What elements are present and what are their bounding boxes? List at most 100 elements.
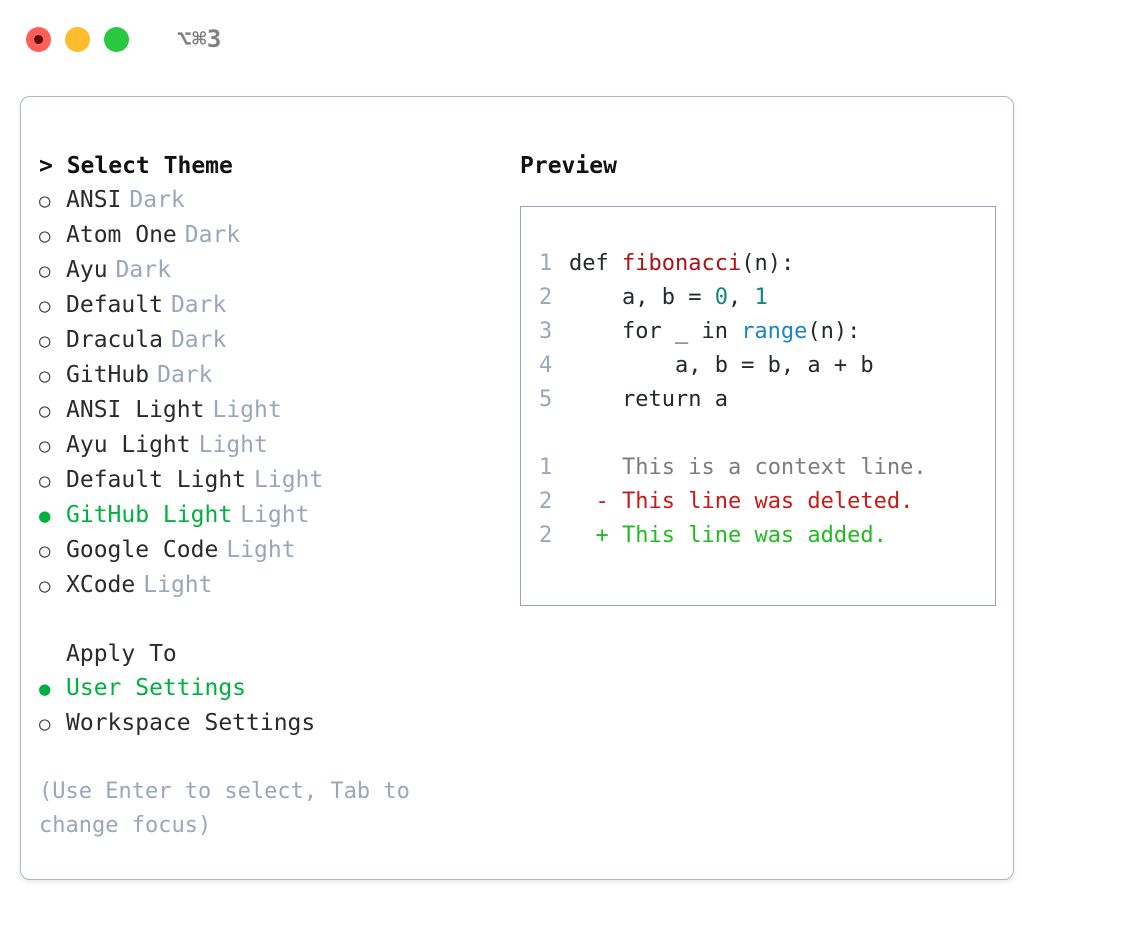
diff-marker: - — [569, 489, 609, 514]
diff-line-number: 2 — [539, 489, 553, 514]
radio-unselected-icon: ○ — [39, 330, 51, 352]
code-token-num: 1 — [754, 285, 768, 310]
code-line: 1 def fibonacci(n): — [539, 247, 995, 281]
diff-line-number: 1 — [539, 455, 553, 480]
radio-unselected-icon: ○ — [39, 225, 51, 247]
code-token-plain: for _ in — [569, 319, 742, 344]
code-line: 3 for _ in range(n): — [539, 315, 995, 349]
diff-line-number: 2 — [539, 523, 553, 548]
theme-option-label: Atom One — [66, 222, 177, 248]
theme-option-label: GitHub Light — [66, 502, 233, 528]
theme-variant-tag: Light — [198, 432, 268, 458]
theme-option-xcode[interactable]: ○ XCode Light — [39, 568, 509, 603]
radio-unselected-icon: ○ — [39, 713, 51, 735]
code-line-number: 4 — [539, 353, 553, 378]
theme-option-ansi-light[interactable]: ○ ANSI Light Light — [39, 393, 509, 428]
theme-variant-tag: Light — [226, 537, 296, 563]
theme-variant-tag: Light — [212, 397, 282, 423]
code-line-text: def fibonacci(n): — [569, 247, 794, 281]
theme-option-label: Google Code — [66, 537, 219, 563]
code-line: 4 a, b = b, a + b — [539, 349, 995, 383]
theme-option-google-code[interactable]: ○ Google Code Light — [39, 533, 509, 568]
theme-option-label: Ayu — [66, 257, 108, 283]
theme-option-github-light[interactable]: ● GitHub Light Light — [39, 498, 509, 533]
code-line-number: 1 — [539, 251, 553, 276]
diff-line-add: 2 + This line was added. — [539, 519, 995, 553]
code-token-plain: a, b = b, a + b — [569, 353, 874, 378]
theme-option-dracula[interactable]: ○ Dracula Dark — [39, 323, 509, 358]
radio-selected-icon: ● — [39, 505, 51, 527]
diff-line-text: This line was deleted. — [608, 489, 914, 514]
theme-option-ansi[interactable]: ○ ANSI Dark — [39, 183, 509, 218]
code-diff-separator — [539, 417, 995, 451]
code-line-number: 5 — [539, 387, 553, 412]
code-token-plain: a, b = — [569, 285, 715, 310]
code-token-plain: def — [569, 251, 622, 276]
code-token-plain: (n): — [741, 251, 795, 276]
radio-unselected-icon: ○ — [39, 435, 51, 457]
preview-heading: Preview — [520, 153, 617, 179]
window-controls — [26, 26, 129, 52]
radio-unselected-icon: ○ — [39, 575, 51, 597]
theme-option-label: ANSI Light — [66, 397, 205, 423]
theme-option-label: XCode — [66, 572, 136, 598]
code-line-text: return a — [569, 383, 728, 417]
diff-line-ctx: 1 This is a context line. — [539, 451, 995, 485]
apply-to-option-label: User Settings — [66, 675, 247, 701]
theme-variant-tag: Dark — [157, 362, 213, 388]
radio-unselected-icon: ○ — [39, 400, 51, 422]
theme-option-label: Dracula — [66, 327, 163, 353]
diff-sample: 1 This is a context line.2 - This line w… — [539, 451, 995, 553]
apply-to-option-label: Workspace Settings — [66, 710, 316, 736]
code-token-plain: , — [727, 285, 755, 310]
code-token-plain: return a — [569, 387, 728, 412]
apply-to-option-workspace-settings[interactable]: ○ Workspace Settings — [39, 706, 509, 741]
radio-unselected-icon: ○ — [39, 540, 51, 562]
theme-variant-tag: Light — [240, 502, 310, 528]
radio-unselected-icon: ○ — [39, 295, 51, 317]
diff-line-del: 2 - This line was deleted. — [539, 485, 995, 519]
list-spacer — [39, 603, 509, 637]
radio-unselected-icon: ○ — [39, 190, 51, 212]
theme-option-ayu[interactable]: ○ Ayu Dark — [39, 253, 509, 288]
title-bar: ⌥⌘3 — [0, 0, 1140, 78]
theme-option-label: Default Light — [66, 467, 247, 493]
code-line-text: for _ in range(n): — [569, 315, 860, 349]
theme-option-label: Default — [66, 292, 163, 318]
code-line: 2 a, b = 0, 1 — [539, 281, 995, 315]
theme-variant-tag: Dark — [115, 257, 171, 283]
code-line-text: a, b = 0, 1 — [569, 281, 768, 315]
diff-marker — [569, 451, 609, 485]
radio-unselected-icon: ○ — [39, 260, 51, 282]
theme-variant-tag: Dark — [129, 187, 185, 213]
apply-to-option-user-settings[interactable]: ●User Settings — [39, 671, 509, 706]
maximize-window-button[interactable] — [104, 26, 129, 52]
radio-unselected-icon: ○ — [39, 470, 51, 492]
diff-marker: + — [569, 523, 609, 548]
keyboard-hint-text: (Use Enter to select, Tab to change focu… — [39, 779, 424, 838]
code-line: 5 return a — [539, 383, 995, 417]
close-window-button[interactable] — [26, 26, 51, 52]
theme-variant-tag: Light — [143, 572, 213, 598]
apply-to-list[interactable]: ●User Settings ○ Workspace Settings — [39, 671, 509, 741]
radio-unselected-icon: ○ — [39, 365, 51, 387]
diff-line-text: This is a context line. — [608, 455, 927, 480]
select-theme-heading: > Select Theme — [39, 153, 233, 179]
theme-variant-tag: Dark — [170, 327, 227, 353]
minimize-window-button[interactable] — [65, 26, 90, 52]
theme-option-atom-one[interactable]: ○ Atom One Dark — [39, 218, 509, 253]
theme-option-label: ANSI — [66, 187, 122, 213]
theme-variant-tag: Dark — [184, 222, 241, 248]
code-token-num: 0 — [714, 285, 728, 310]
